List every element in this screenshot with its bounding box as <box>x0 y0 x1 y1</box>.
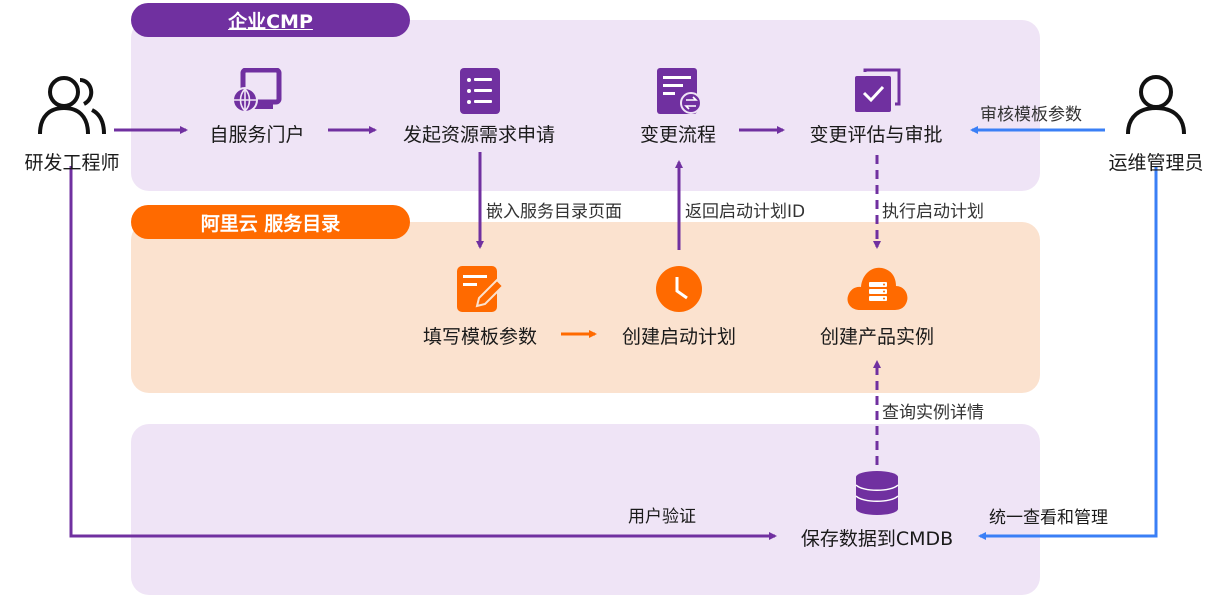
catalog-group-label: 阿里云 服务目录 <box>131 205 410 239</box>
checkbox-stack-icon <box>855 68 901 112</box>
product-instance-label: 创建产品实例 <box>819 326 935 348</box>
portal-label: 自服务门户 <box>209 124 305 146</box>
request-label: 发起资源需求申请 <box>402 124 556 146</box>
launch-plan-label: 创建启动计划 <box>621 326 737 348</box>
approval-label: 变更评估与审批 <box>809 124 943 146</box>
cmp-group-title: 企业CMP <box>228 10 313 33</box>
edit-document-icon <box>457 266 505 312</box>
users-icon <box>38 76 106 135</box>
cloud-server-icon <box>847 267 908 310</box>
edge-ops-cmdb <box>978 166 1158 540</box>
query-instance-label: 查询实例详情 <box>882 403 984 423</box>
list-document-icon <box>460 68 500 114</box>
developer-label: 研发工程师 <box>24 152 120 174</box>
user-icon <box>1126 75 1186 135</box>
cmdb-label: 保存数据到CMDB <box>800 528 954 550</box>
review-params-label: 审核模板参数 <box>980 105 1082 125</box>
return-plan-id-label: 返回启动计划ID <box>685 202 806 222</box>
clock-icon <box>656 266 702 312</box>
document-swap-icon <box>657 68 702 114</box>
user-auth-label: 用户验证 <box>628 507 696 527</box>
cmp-group-label: 企业CMP <box>131 3 410 37</box>
ops-admin-label: 运维管理员 <box>1108 152 1204 174</box>
embed-catalog-label: 嵌入服务目录页面 <box>486 202 622 222</box>
fill-params-label: 填写模板参数 <box>422 326 538 348</box>
change-flow-label: 变更流程 <box>639 124 717 146</box>
database-icon <box>855 471 899 515</box>
edge-developer-cmdb <box>69 166 777 540</box>
unified-manage-label: 统一查看和管理 <box>989 508 1108 528</box>
execute-plan-label: 执行启动计划 <box>882 202 984 222</box>
globe-monitor-icon <box>232 68 282 113</box>
